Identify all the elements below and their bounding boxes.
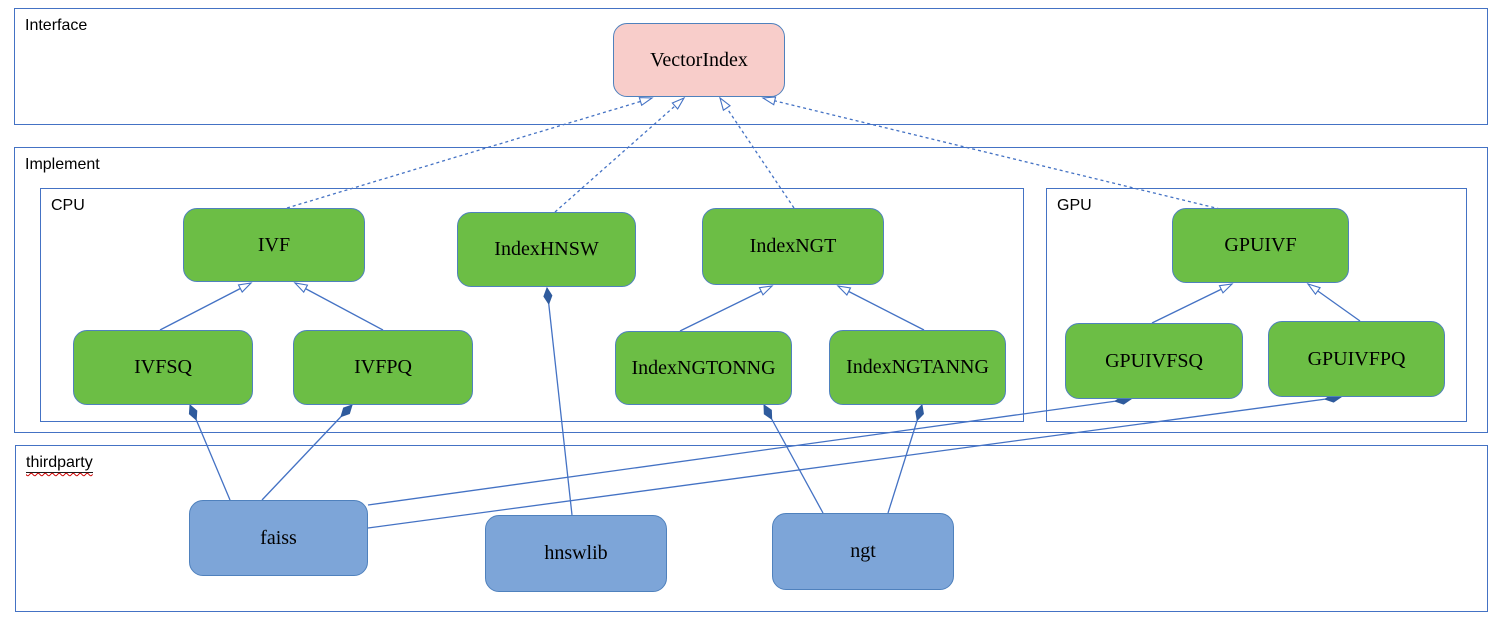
node-vectorindex-label: VectorIndex <box>650 48 748 71</box>
node-ivfpq: IVFPQ <box>293 330 473 405</box>
node-faiss: faiss <box>189 500 368 576</box>
node-ngt: ngt <box>772 513 954 590</box>
node-ngt-label: ngt <box>850 540 876 562</box>
node-ivfsq: IVFSQ <box>73 330 253 405</box>
node-gpuivf: GPUIVF <box>1172 208 1349 283</box>
node-gpuivfsq: GPUIVFSQ <box>1065 323 1243 399</box>
node-ivfpq-label: IVFPQ <box>354 356 412 378</box>
node-ivfsq-label: IVFSQ <box>134 356 192 378</box>
node-indexngt: IndexNGT <box>702 208 884 285</box>
node-gpuivfsq-label: GPUIVFSQ <box>1105 349 1203 372</box>
container-gpu-label: GPU <box>1057 197 1092 214</box>
node-gpuivfpq-label: GPUIVFPQ <box>1307 347 1406 370</box>
node-indexngtonng: IndexNGTONNG <box>615 331 792 405</box>
node-indexngt-label: IndexNGT <box>749 235 837 257</box>
container-implement-label: Implement <box>25 156 100 173</box>
node-ivf-label: IVF <box>257 233 291 256</box>
node-gpuivfpq: GPUIVFPQ <box>1268 321 1445 397</box>
node-indexngtonng-label: IndexNGTONNG <box>631 356 776 379</box>
container-thirdparty-label: thirdparty <box>26 454 93 473</box>
container-interface-label: Interface <box>25 17 88 34</box>
node-indexhnsw-label: IndexHNSW <box>494 238 599 260</box>
node-vectorindex: VectorIndex <box>613 23 785 97</box>
node-indexngtanng: IndexNGTANNG <box>829 330 1006 405</box>
node-hnswlib-label: hnswlib <box>544 542 608 564</box>
node-hnswlib: hnswlib <box>485 515 667 592</box>
node-indexngtanng-label: IndexNGTANNG <box>846 356 989 378</box>
node-faiss-label: faiss <box>260 526 297 549</box>
node-ivf: IVF <box>183 208 365 282</box>
container-cpu-label: CPU <box>51 197 85 214</box>
node-indexhnsw: IndexHNSW <box>457 212 636 287</box>
node-gpuivf-label: GPUIVF <box>1224 234 1297 256</box>
